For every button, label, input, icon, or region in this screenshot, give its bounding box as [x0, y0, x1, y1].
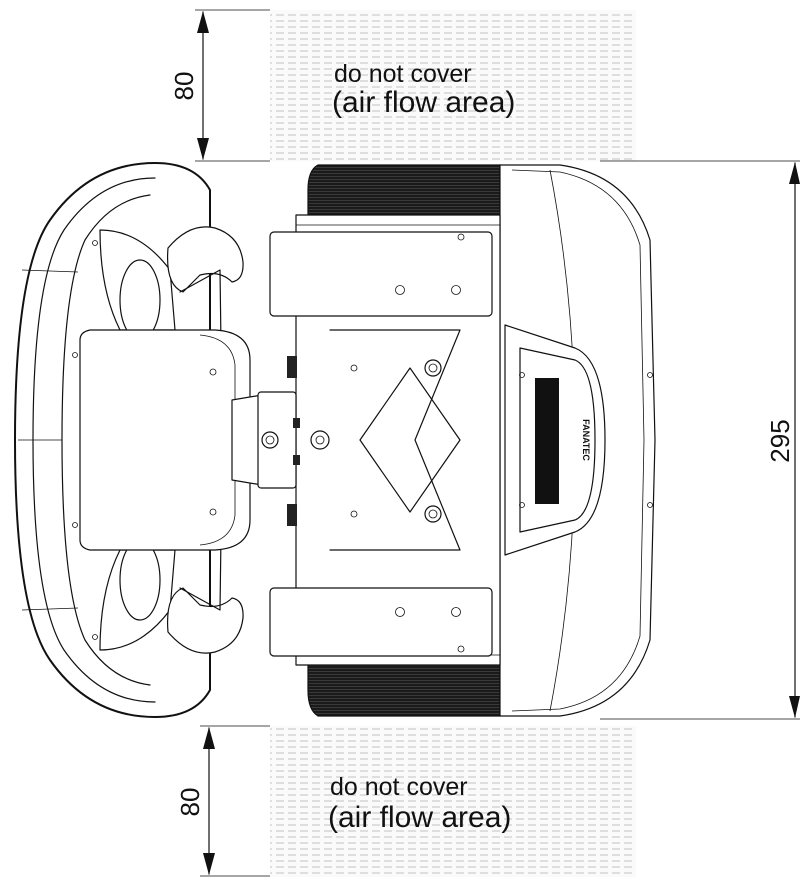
top-zone-line2: (air flow area): [332, 86, 515, 119]
bottom-airflow-zone: do not cover (air flow area): [270, 726, 636, 877]
bottom-dim-value: 80: [175, 788, 205, 817]
lower-shift-paddle: [166, 587, 244, 654]
qr-pin: [293, 418, 300, 428]
quick-release-shaft: [257, 391, 297, 489]
shaft-bolt-center: [315, 435, 325, 445]
clamp-screw: [457, 233, 465, 241]
clamp-hole: [395, 607, 405, 617]
x-brace-diamond: [359, 367, 461, 513]
display-screw: [519, 372, 525, 378]
bottom-dim-arrow-up: [203, 727, 215, 749]
clamp-hole: [451, 285, 461, 295]
hub-screw: [209, 368, 217, 376]
upper-clamp-plate: [269, 231, 493, 317]
lower-clamp-plate: [269, 587, 493, 657]
hub-screw: [209, 508, 217, 516]
rear-cap-screw: [647, 502, 653, 508]
bottom-dimension: 80: [175, 725, 270, 877]
brace-screw: [350, 364, 358, 372]
qr-bolt-center: [265, 435, 275, 445]
clamp-hole: [395, 285, 405, 295]
steering-wheel: [14, 162, 300, 718]
mount-stud: [287, 504, 297, 526]
height-dim-arrow-down: [789, 696, 800, 718]
wheel-rim-outer: [14, 162, 211, 718]
top-dim-arrow-down: [197, 138, 209, 160]
rear-cap-inner-edge: [511, 169, 645, 712]
mount-stud: [287, 356, 297, 378]
top-airflow-hatch: [270, 10, 636, 161]
rear-cap-screw: [647, 372, 653, 378]
brace-bolt-center: [428, 509, 438, 519]
top-cooling-fins: [307, 164, 501, 216]
clamp-hole: [451, 607, 461, 617]
brace-bolt-center: [428, 363, 438, 373]
wheel-hub: [79, 329, 251, 551]
height-dim-arrow-up: [789, 162, 800, 184]
brace-bolt: [424, 359, 442, 377]
bottom-dim-arrow-down: [203, 853, 215, 875]
upper-shift-paddle: [166, 226, 244, 293]
lower-hub-ring: [119, 539, 161, 621]
top-dim-arrow-up: [197, 11, 209, 33]
display-screen: [535, 378, 559, 504]
height-dimension: 295: [600, 160, 800, 720]
brand-logo: FANATEC: [581, 419, 591, 461]
height-dim-value: 295: [765, 419, 795, 462]
bottom-zone-line2: (air flow area): [328, 801, 511, 834]
rim-screw: [72, 522, 78, 528]
x-brace-outline: [329, 329, 461, 551]
clamp-screw: [457, 645, 465, 653]
top-airflow-zone: do not cover (air flow area): [270, 10, 636, 161]
rim-screw: [72, 352, 78, 358]
top-zone-line1: do not cover: [334, 60, 472, 88]
wheel-base: FANATEC: [269, 164, 656, 717]
rim-segment: [21, 269, 79, 273]
rim-screw: [92, 240, 98, 246]
brace-screw: [350, 510, 358, 518]
top-dim-value: 80: [169, 72, 199, 101]
qr-bolt: [261, 431, 279, 449]
bottom-zone-line1: do not cover: [330, 773, 468, 801]
qr-pin: [293, 455, 300, 465]
shaft-bolt: [310, 430, 330, 450]
display-screw: [519, 502, 525, 508]
bottom-cooling-fins: [307, 664, 501, 717]
upper-hub-ring: [119, 259, 161, 341]
rim-screw: [92, 634, 98, 640]
bottom-airflow-hatch: [270, 726, 636, 877]
top-dimension: 80: [169, 9, 270, 162]
brace-bolt: [424, 505, 442, 523]
rim-segment: [21, 607, 79, 611]
